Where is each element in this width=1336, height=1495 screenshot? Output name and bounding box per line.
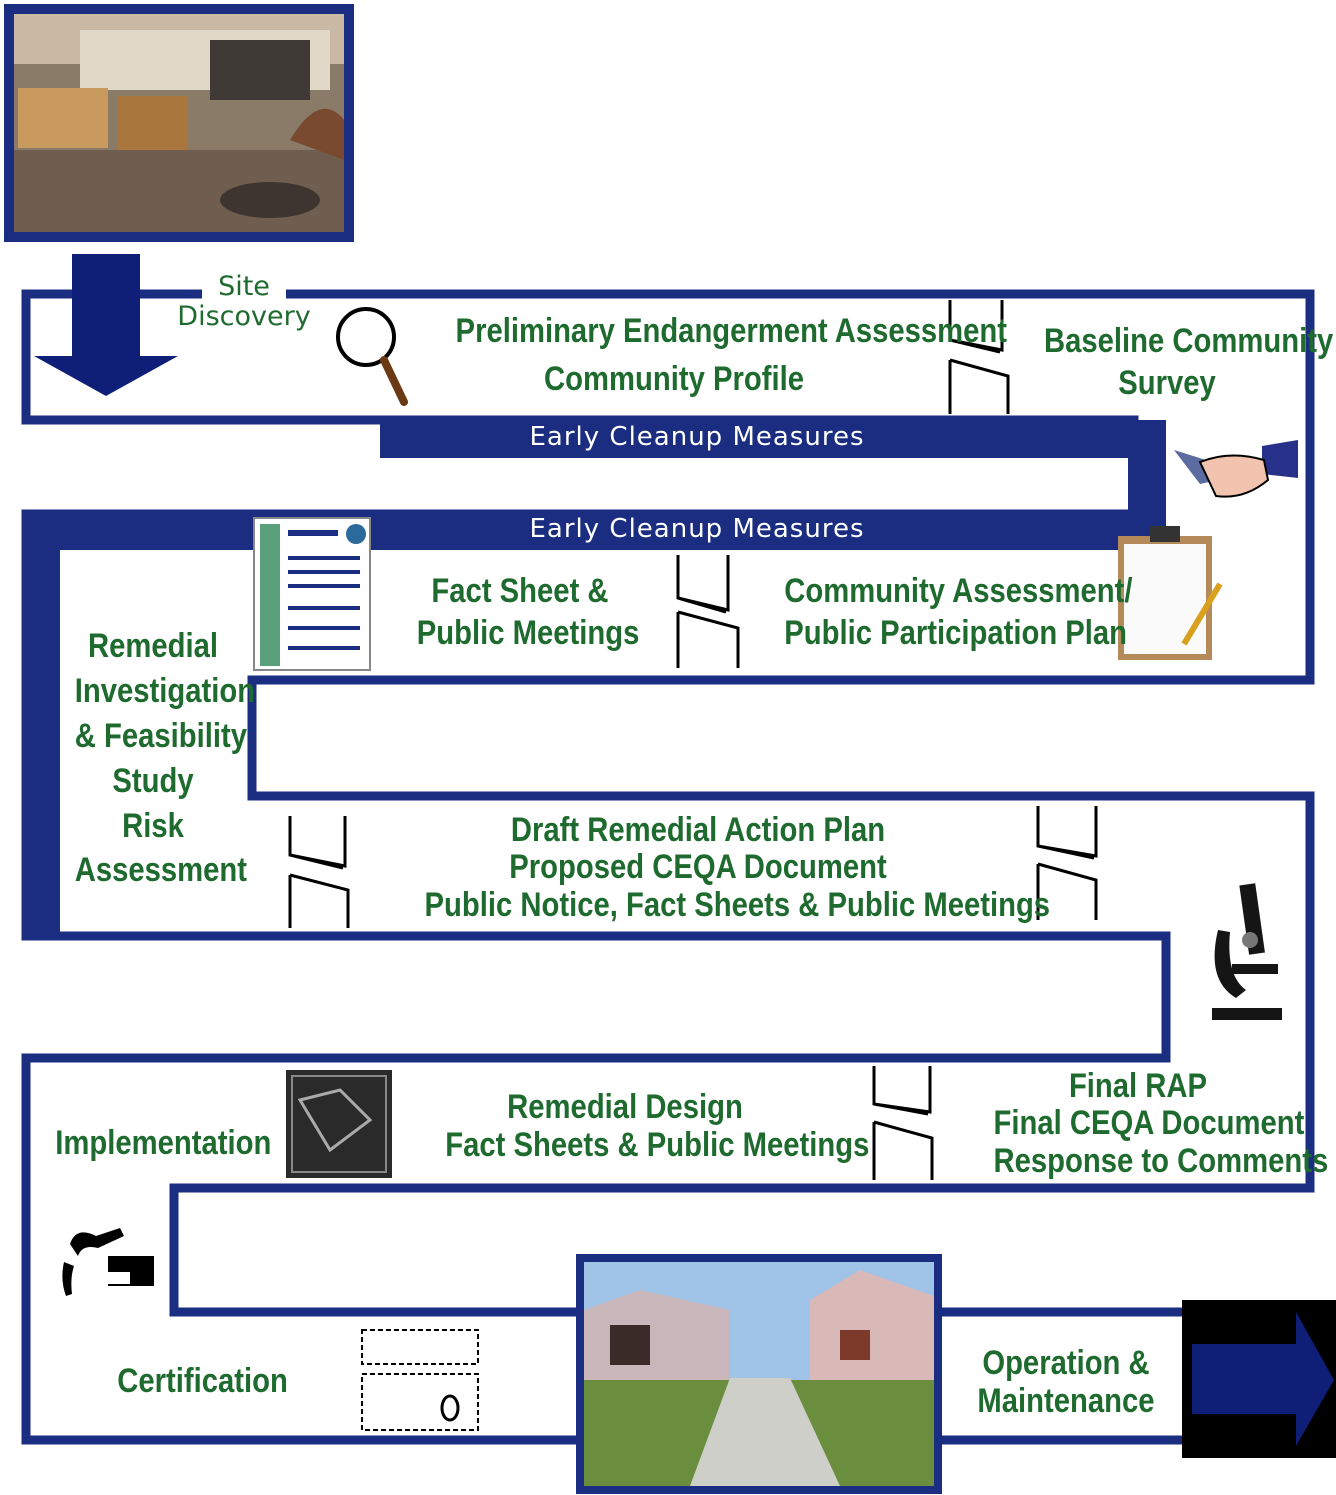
site-discovery-label: Site Discovery [160,272,328,331]
final-ceqa-label: Final CEQA Document [993,1104,1305,1143]
fact-sheet-label: Fact Sheet & [431,572,609,610]
early-cleanup-bar-bottom [22,512,1166,550]
community-assessment-text: Community Assessment/ Public Participati… [784,572,1133,653]
site-label: Site [202,272,286,302]
certification-label: Certification [117,1362,288,1400]
public-participation-label: Public Participation Plan [784,614,1128,653]
proposed-ceqa-label: Proposed CEQA Document [509,848,887,887]
blueprint-icon [286,1070,392,1178]
final-rap-label: Final RAP [1068,1067,1208,1105]
community-assessment-label: Community Assessment/ [784,572,1133,610]
maintenance-label: Maintenance [977,1382,1155,1421]
microscope-icon [1212,883,1282,1020]
feasibility-label: & Feasibility [74,716,247,755]
public-meetings-label: Public Meetings [416,614,640,653]
row1-right-text: Baseline Community Survey [1044,322,1334,403]
row1-left-text: Preliminary Endangerment Assessment Comm… [455,312,1007,399]
investigation-label: Investigation [74,671,256,710]
preliminary-endangerment-label: Preliminary Endangerment Assessment [455,312,1007,350]
document-icon [288,300,1098,1180]
photo-restored-homes [576,1254,942,1494]
operation-maintenance-text: Operation & Maintenance [975,1344,1157,1420]
response-to-comments-label: Response to Comments [993,1141,1329,1180]
left-thick-strip [22,512,60,938]
implementation-label: Implementation [55,1124,272,1162]
draft-rap-text: Draft Remedial Action Plan Proposed CEQA… [424,811,1051,924]
final-rap-text: Final RAP Final CEQA Document Response t… [993,1067,1329,1180]
assessment-label: Assessment [74,851,248,890]
survey-label: Survey [1118,364,1216,403]
remedial-design-label: Remedial Design [507,1088,743,1126]
early-cleanup-bar-top [380,420,1166,458]
discovery-label: Discovery [177,300,311,332]
draft-remedial-action-plan-label: Draft Remedial Action Plan [510,811,886,849]
excavator-icon [62,1228,154,1296]
photo-contaminated-site [4,4,354,242]
remedial-label: Remedial [87,627,219,665]
operation-label: Operation & [982,1344,1150,1382]
clipboard-icon [1118,526,1223,660]
certificate-icon [361,1329,479,1431]
right-arrow-icon [1182,1300,1336,1458]
fact-sheet-icon [253,517,371,671]
early-cleanup-bottom-label: Early Cleanup Measures [529,514,865,544]
study-label: Study [112,761,194,800]
remedial-design-text: Remedial Design Fact Sheets & Public Mee… [445,1088,870,1165]
fact-sheets-public-meetings-label: Fact Sheets & Public Meetings [445,1126,870,1165]
down-arrow-icon [34,254,178,396]
public-notice-label: Public Notice, Fact Sheets & Public Meet… [424,885,1051,924]
handshake-icon [1174,440,1298,498]
remedial-investigation-text: Remedial Investigation & Feasibility Stu… [74,624,256,893]
risk-label: Risk [122,806,184,845]
community-profile-label: Community Profile [544,360,804,399]
magnifier-icon [336,307,408,406]
fact-sheet-public-meetings-text: Fact Sheet & Public Meetings [416,572,640,653]
baseline-community-label: Baseline Community [1044,322,1334,360]
early-cleanup-top-label: Early Cleanup Measures [529,422,865,452]
